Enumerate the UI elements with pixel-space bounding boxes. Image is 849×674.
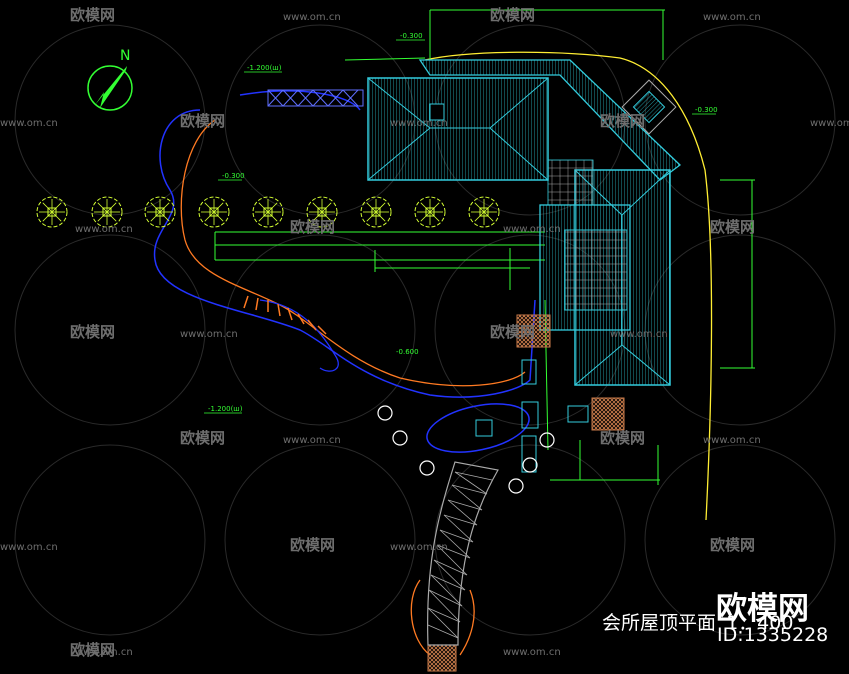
watermark-site: www.om.cn — [810, 118, 849, 129]
watermark-brand: 欧模网 — [600, 112, 645, 130]
blue-path — [153, 109, 536, 398]
tree-icon — [144, 196, 176, 228]
watermark-site: www.om.cn — [703, 12, 761, 23]
tree-row — [36, 196, 500, 228]
watermark-brand: 欧模网 — [490, 6, 535, 24]
level-label-3: -0.300 — [222, 172, 245, 180]
north-label: N — [120, 48, 130, 64]
lantern-circles — [377, 405, 555, 494]
watermark-site: www.om.cn — [390, 542, 448, 553]
blue-path-top — [239, 90, 361, 111]
watermark-site: www.om.cn — [283, 435, 341, 446]
watermark-brand: 欧模网 — [70, 6, 115, 24]
watermark-brand-large: 欧模网 — [716, 591, 809, 627]
watermark-brand: 欧模网 — [70, 323, 115, 341]
blue-path-loop — [259, 299, 339, 372]
truss-bridge — [427, 461, 499, 646]
watermark-site: www.om.cn — [0, 118, 58, 129]
level-label-6: -0.600 — [396, 348, 419, 356]
watermark-brand: 欧模网 — [180, 112, 225, 130]
watermark-site: www.om.cn — [75, 224, 133, 235]
watermark-site: www.om.cn — [75, 647, 133, 658]
tree-icon — [252, 196, 284, 228]
roof-pavilion-inner — [632, 90, 666, 124]
roof-right-building — [539, 169, 671, 386]
watermark-layer: 欧模网欧模网欧模网欧模网欧模网欧模网欧模网欧模网欧模网欧模网欧模网欧模网欧模网w… — [0, 6, 849, 659]
garden-kiosk-2 — [591, 397, 625, 431]
paved-grid — [547, 159, 594, 206]
watermark-site: www.om.cn — [0, 542, 58, 553]
watermark-brand: 欧模网 — [600, 429, 645, 447]
watermark-brand: 欧模网 — [290, 218, 335, 236]
stepping-stones — [243, 295, 327, 335]
access-road — [424, 51, 713, 521]
tree-icon — [468, 196, 500, 228]
level-label-4: -0.300 — [695, 106, 718, 114]
watermark-site: www.om.cn — [390, 118, 448, 129]
north-arrow-icon: N — [87, 48, 133, 111]
level-label-2: -1.200(ш) — [247, 64, 282, 72]
pond-outline — [426, 403, 530, 453]
watermark-site: www.om.cn — [503, 224, 561, 235]
level-label-1: -0.300 — [400, 32, 423, 40]
drawing-title-text: 会所屋顶平面 — [602, 612, 717, 634]
watermark-brand: 欧模网 — [710, 218, 755, 236]
watermark-brand: 欧模网 — [710, 536, 755, 554]
tree-icon — [91, 196, 123, 228]
tree-icon — [306, 196, 338, 228]
garden-kiosk-1 — [516, 314, 551, 348]
watermark-brand: 欧模网 — [290, 536, 335, 554]
watermark-brand: 欧模网 — [70, 641, 115, 659]
drawing-title: 会所屋顶平面 1：400 — [602, 608, 793, 635]
watermark-site: www.om.cn — [283, 12, 341, 23]
garden-kiosk-3 — [427, 644, 457, 672]
watermark-site: www.om.cn — [180, 329, 238, 340]
drawing-scale-text: 1：400 — [726, 612, 794, 634]
watermark-brand: 欧模网 — [490, 323, 535, 341]
watermark-site: www.om.cn — [503, 647, 561, 658]
terrace-lines — [214, 9, 755, 485]
orange-path-bottom — [410, 579, 475, 656]
tree-icon — [198, 196, 230, 228]
level-annotations: -0.300 -1.200(ш) -0.300 -0.300 -1.200(ш)… — [204, 32, 718, 414]
tree-icon — [360, 196, 392, 228]
tree-icon — [36, 196, 68, 228]
watermark-site: www.om.cn — [610, 329, 668, 340]
level-label-5: -1.200(ш) — [208, 405, 243, 413]
watermark-id: ID:1335228 — [717, 624, 829, 646]
small-boxes — [475, 359, 589, 473]
pergola-bridge — [267, 89, 364, 107]
roof-pavilion-corner — [621, 79, 677, 135]
watermark-site: www.om.cn — [703, 435, 761, 446]
watermark-brand: 欧模网 — [180, 429, 225, 447]
roof-main-building — [367, 77, 549, 181]
tree-icon — [414, 196, 446, 228]
